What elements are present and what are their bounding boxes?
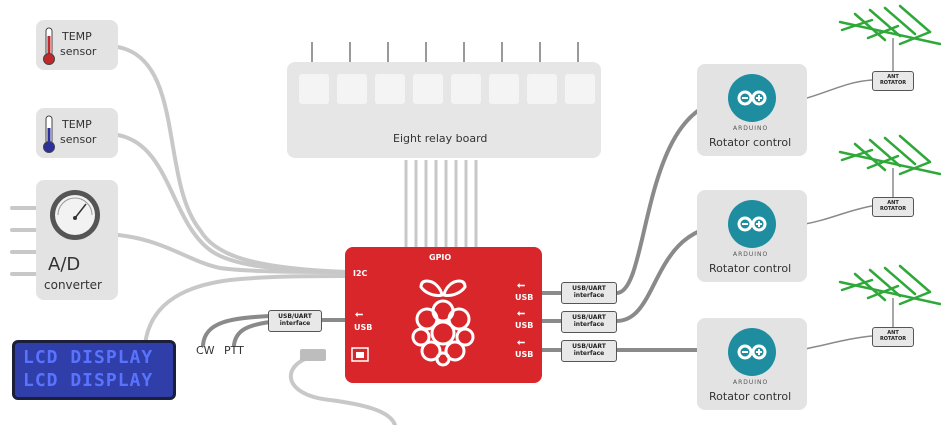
arduino-logo-icon — [728, 74, 776, 122]
lcd-line-1: LCD DISPLAY — [23, 347, 154, 368]
arduino-label-2: Rotator control — [709, 262, 792, 275]
temp-sensor-1-line2: sensor — [60, 45, 97, 58]
arduino-rotator-control-2: ARDUINO Rotator control — [697, 190, 807, 282]
relay-slot-3 — [375, 74, 405, 104]
usb-uart-interface-right-2: USB/UART interface — [561, 311, 617, 333]
yagi-antenna-icon-3 — [838, 264, 941, 306]
relay-slot-5 — [451, 74, 481, 104]
usb-uart-right-2-line2: interface — [573, 321, 605, 328]
arduino-label-1: Rotator control — [709, 136, 792, 149]
usb-uart-left-line2: interface — [279, 320, 311, 327]
usb-icon-right-1: ⭠ — [517, 280, 525, 291]
temp-sensor-1: TEMP sensor — [36, 20, 118, 70]
usb-uart-right-1-line2: interface — [573, 292, 605, 299]
relay-slot-6 — [489, 74, 519, 104]
usb-label-right-3: USB — [515, 350, 534, 359]
antenna-icons — [838, 4, 941, 306]
relay-board-label: Eight relay board — [393, 132, 488, 145]
i2c-label: I2C — [353, 269, 368, 278]
usb-uart-left-line1: USB/UART — [278, 313, 312, 320]
usb-label-right-1: USB — [515, 293, 534, 302]
ant-rotator-2-line2: ROTATOR — [879, 206, 907, 212]
usb-uart-right-1-line1: USB/UART — [572, 285, 606, 292]
usb-uart-interface-left: USB/UART interface — [268, 310, 322, 332]
temp-sensor-2-line1: TEMP — [62, 118, 92, 131]
usb-uart-interface-right-1: USB/UART interface — [561, 282, 617, 304]
ant-rotator-2-line1: ANT — [887, 200, 899, 206]
relay-slot-2 — [337, 74, 367, 104]
usb-icon-left: ⭠ — [355, 309, 363, 320]
ad-converter-line2: converter — [44, 278, 102, 292]
arduino-logo-icon — [728, 328, 776, 376]
arduino-brand-1: ARDUINO — [733, 125, 769, 132]
ptt-label: PTT — [224, 344, 244, 357]
ant-rotator-3: ANT ROTATOR — [872, 327, 914, 347]
usb-uart-right-2-line1: USB/UART — [572, 314, 606, 321]
arduino-brand-3: ARDUINO — [733, 379, 769, 386]
temp-sensor-2-line2: sensor — [60, 133, 97, 146]
ant-rotator-1-line1: ANT — [887, 74, 899, 80]
usb-icon-right-2: ⭠ — [517, 308, 525, 319]
gauge-icon — [50, 190, 100, 240]
usb-uart-right-3-line1: USB/UART — [572, 343, 606, 350]
eight-relay-board: Eight relay board — [287, 62, 601, 158]
yagi-antenna-icon-2 — [838, 134, 941, 176]
usb-uart-right-3-line2: interface — [573, 350, 605, 357]
ad-converter: A/D converter — [36, 180, 118, 300]
thermometer-red-icon — [43, 27, 55, 65]
yagi-antenna-icon-1 — [838, 4, 941, 46]
usb-icon-right-3: ⭠ — [517, 337, 525, 348]
arduino-label-3: Rotator control — [709, 390, 792, 403]
relay-slot-8 — [565, 74, 595, 104]
raspberry-pi-board: GPIO I2C USB ⭠ USB USB USB ⭠ ⭠ ⭠ — [345, 247, 542, 383]
ant-rotator-3-line2: ROTATOR — [879, 336, 907, 342]
ethernet-plug-icon — [300, 349, 326, 361]
ant-rotator-2: ANT ROTATOR — [872, 197, 914, 217]
relay-slot-4 — [413, 74, 443, 104]
relay-slot-7 — [527, 74, 557, 104]
arduino-rotator-control-1: ARDUINO Rotator control — [697, 64, 807, 156]
lcd-line-2: LCD DISPLAY — [23, 370, 154, 391]
raspberry-pi-logo-icon — [411, 279, 475, 367]
usb-uart-interface-right-3: USB/UART interface — [561, 340, 617, 362]
temp-sensor-2: TEMP sensor — [36, 108, 118, 158]
usb-label-left: USB — [354, 323, 373, 332]
usb-label-right-2: USB — [515, 321, 534, 330]
arduino-brand-2: ARDUINO — [733, 251, 769, 258]
ethernet-port-icon — [351, 347, 369, 362]
gpio-label: GPIO — [429, 253, 452, 262]
ad-converter-line1: A/D — [48, 254, 81, 275]
ant-rotator-1: ANT ROTATOR — [872, 71, 914, 91]
ant-rotator-1-line2: ROTATOR — [879, 80, 907, 86]
temp-sensor-1-line1: TEMP — [62, 30, 92, 43]
arduino-logo-icon — [728, 200, 776, 248]
ant-rotator-3-line1: ANT — [887, 330, 899, 336]
lcd-display: LCD DISPLAY LCD DISPLAY — [12, 340, 176, 400]
relay-slot-1 — [299, 74, 329, 104]
arduino-rotator-control-3: ARDUINO Rotator control — [697, 318, 807, 410]
thermometer-blue-icon — [43, 115, 55, 153]
cw-label: CW — [196, 344, 215, 357]
